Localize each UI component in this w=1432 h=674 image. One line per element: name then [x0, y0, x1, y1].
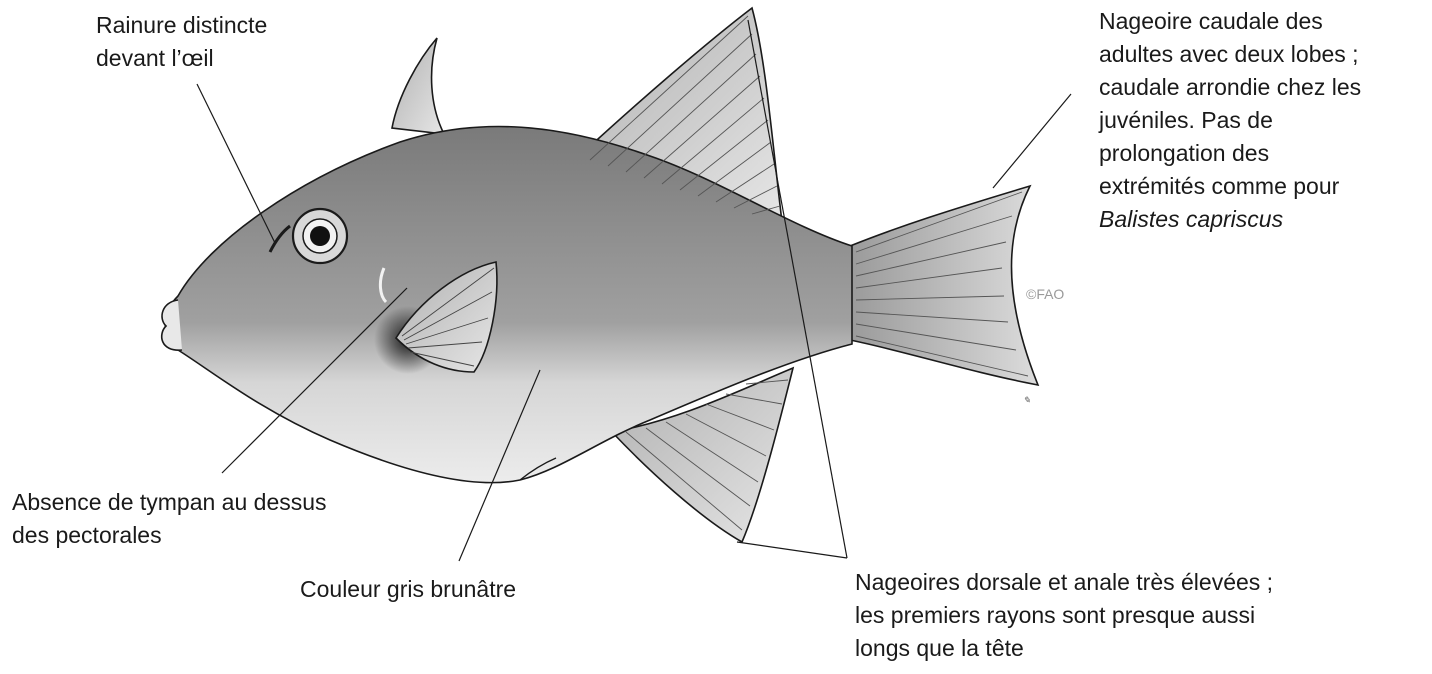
caudal-fin [850, 186, 1038, 385]
label-fins-line-1: Nageoires dorsale et anale très élevées … [855, 566, 1415, 599]
label-fins-line-2: les premiers rayons sont presque aussi [855, 599, 1415, 632]
label-groove: Rainure distincte devant l’œil [96, 9, 356, 75]
label-tympan-line-2: des pectorales [12, 519, 342, 552]
label-tail-line-1: Nageoire caudale des [1099, 5, 1429, 38]
eye-pupil [310, 226, 330, 246]
label-tail-line-4: juvéniles. Pas de [1099, 104, 1429, 137]
label-color: Couleur gris brunâtre [300, 573, 600, 606]
label-tympan-line-1: Absence de tympan au dessus [12, 486, 342, 519]
leader-groove [197, 84, 275, 243]
label-groove-line-2: devant l’œil [96, 42, 356, 75]
label-tail-line-3: caudale arrondie chez les [1099, 71, 1429, 104]
label-tail-species: Balistes capriscus [1099, 206, 1283, 232]
leader-anal [737, 542, 847, 558]
copyright-notice: ©FAO [1026, 286, 1064, 302]
label-caudal-fin: Nageoire caudale des adultes avec deux l… [1099, 5, 1429, 236]
dorsal-spine [392, 38, 444, 134]
artist-signature: ✎ [1023, 396, 1031, 406]
label-tail-line-6: extrémités comme pour [1099, 170, 1429, 203]
leader-tail [993, 94, 1071, 188]
label-tail-line-2: adultes avec deux lobes ; [1099, 38, 1429, 71]
label-dorsal-anal-fins: Nageoires dorsale et anale très élevées … [855, 566, 1415, 665]
label-fins-line-3: longs que la tête [855, 632, 1415, 665]
label-tympan: Absence de tympan au dessus des pectoral… [12, 486, 342, 552]
label-groove-line-1: Rainure distincte [96, 9, 356, 42]
label-tail-line-5: prolongation des [1099, 137, 1429, 170]
